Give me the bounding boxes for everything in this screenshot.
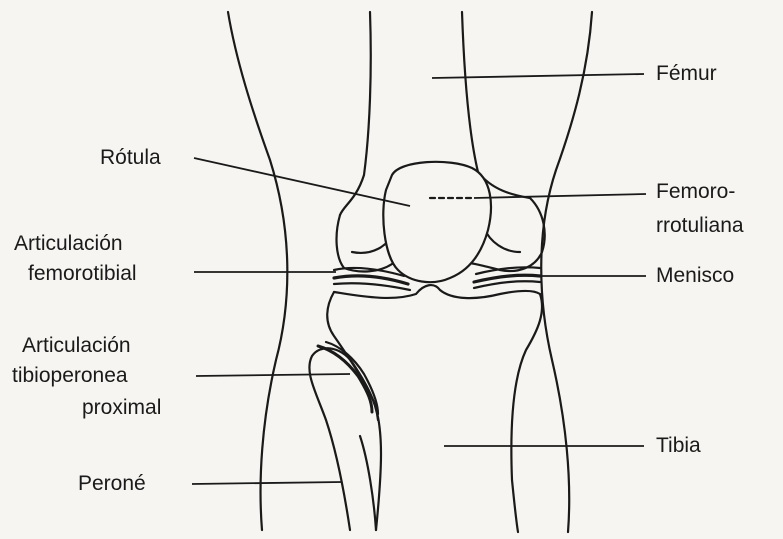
label-tibia: Tibia bbox=[656, 434, 701, 458]
fibula-inner bbox=[360, 436, 376, 530]
label-articulacion-tibioperonea-line1: Articulación bbox=[22, 334, 131, 358]
label-articulacion-femorotibial-line1: Articulación bbox=[14, 232, 123, 256]
leader-perone bbox=[192, 482, 342, 484]
label-rotula: Rótula bbox=[100, 146, 161, 170]
label-articulacion-femorotibial-line2: femorotibial bbox=[28, 262, 137, 286]
leader-rotula bbox=[194, 158, 410, 206]
label-articulacion-tibioperonea-line3: proximal bbox=[82, 396, 161, 420]
label-femororotuliana-line2: rrotuliana bbox=[656, 214, 744, 238]
leg-outline-left bbox=[228, 12, 287, 530]
menisco-right-lower bbox=[474, 281, 540, 288]
tibia-plateau bbox=[334, 285, 540, 298]
femur-left-edge bbox=[340, 12, 371, 215]
leader-tibioperonea bbox=[196, 374, 350, 376]
leader-femororotuliana bbox=[474, 194, 646, 198]
menisco-left-lower bbox=[334, 283, 410, 290]
label-menisco: Menisco bbox=[656, 264, 734, 288]
fibula-outer bbox=[309, 348, 378, 530]
label-femororotuliana-line1: Femoro- bbox=[656, 180, 735, 204]
label-articulacion-tibioperonea-line2: tibioperonea bbox=[12, 364, 128, 388]
tibia-right-edge bbox=[511, 294, 542, 532]
label-perone: Peroné bbox=[78, 472, 146, 496]
leg-outline-right bbox=[541, 12, 592, 532]
femur-groove-right bbox=[484, 228, 520, 252]
leader-femur bbox=[432, 74, 644, 78]
label-femur: Fémur bbox=[656, 62, 717, 86]
